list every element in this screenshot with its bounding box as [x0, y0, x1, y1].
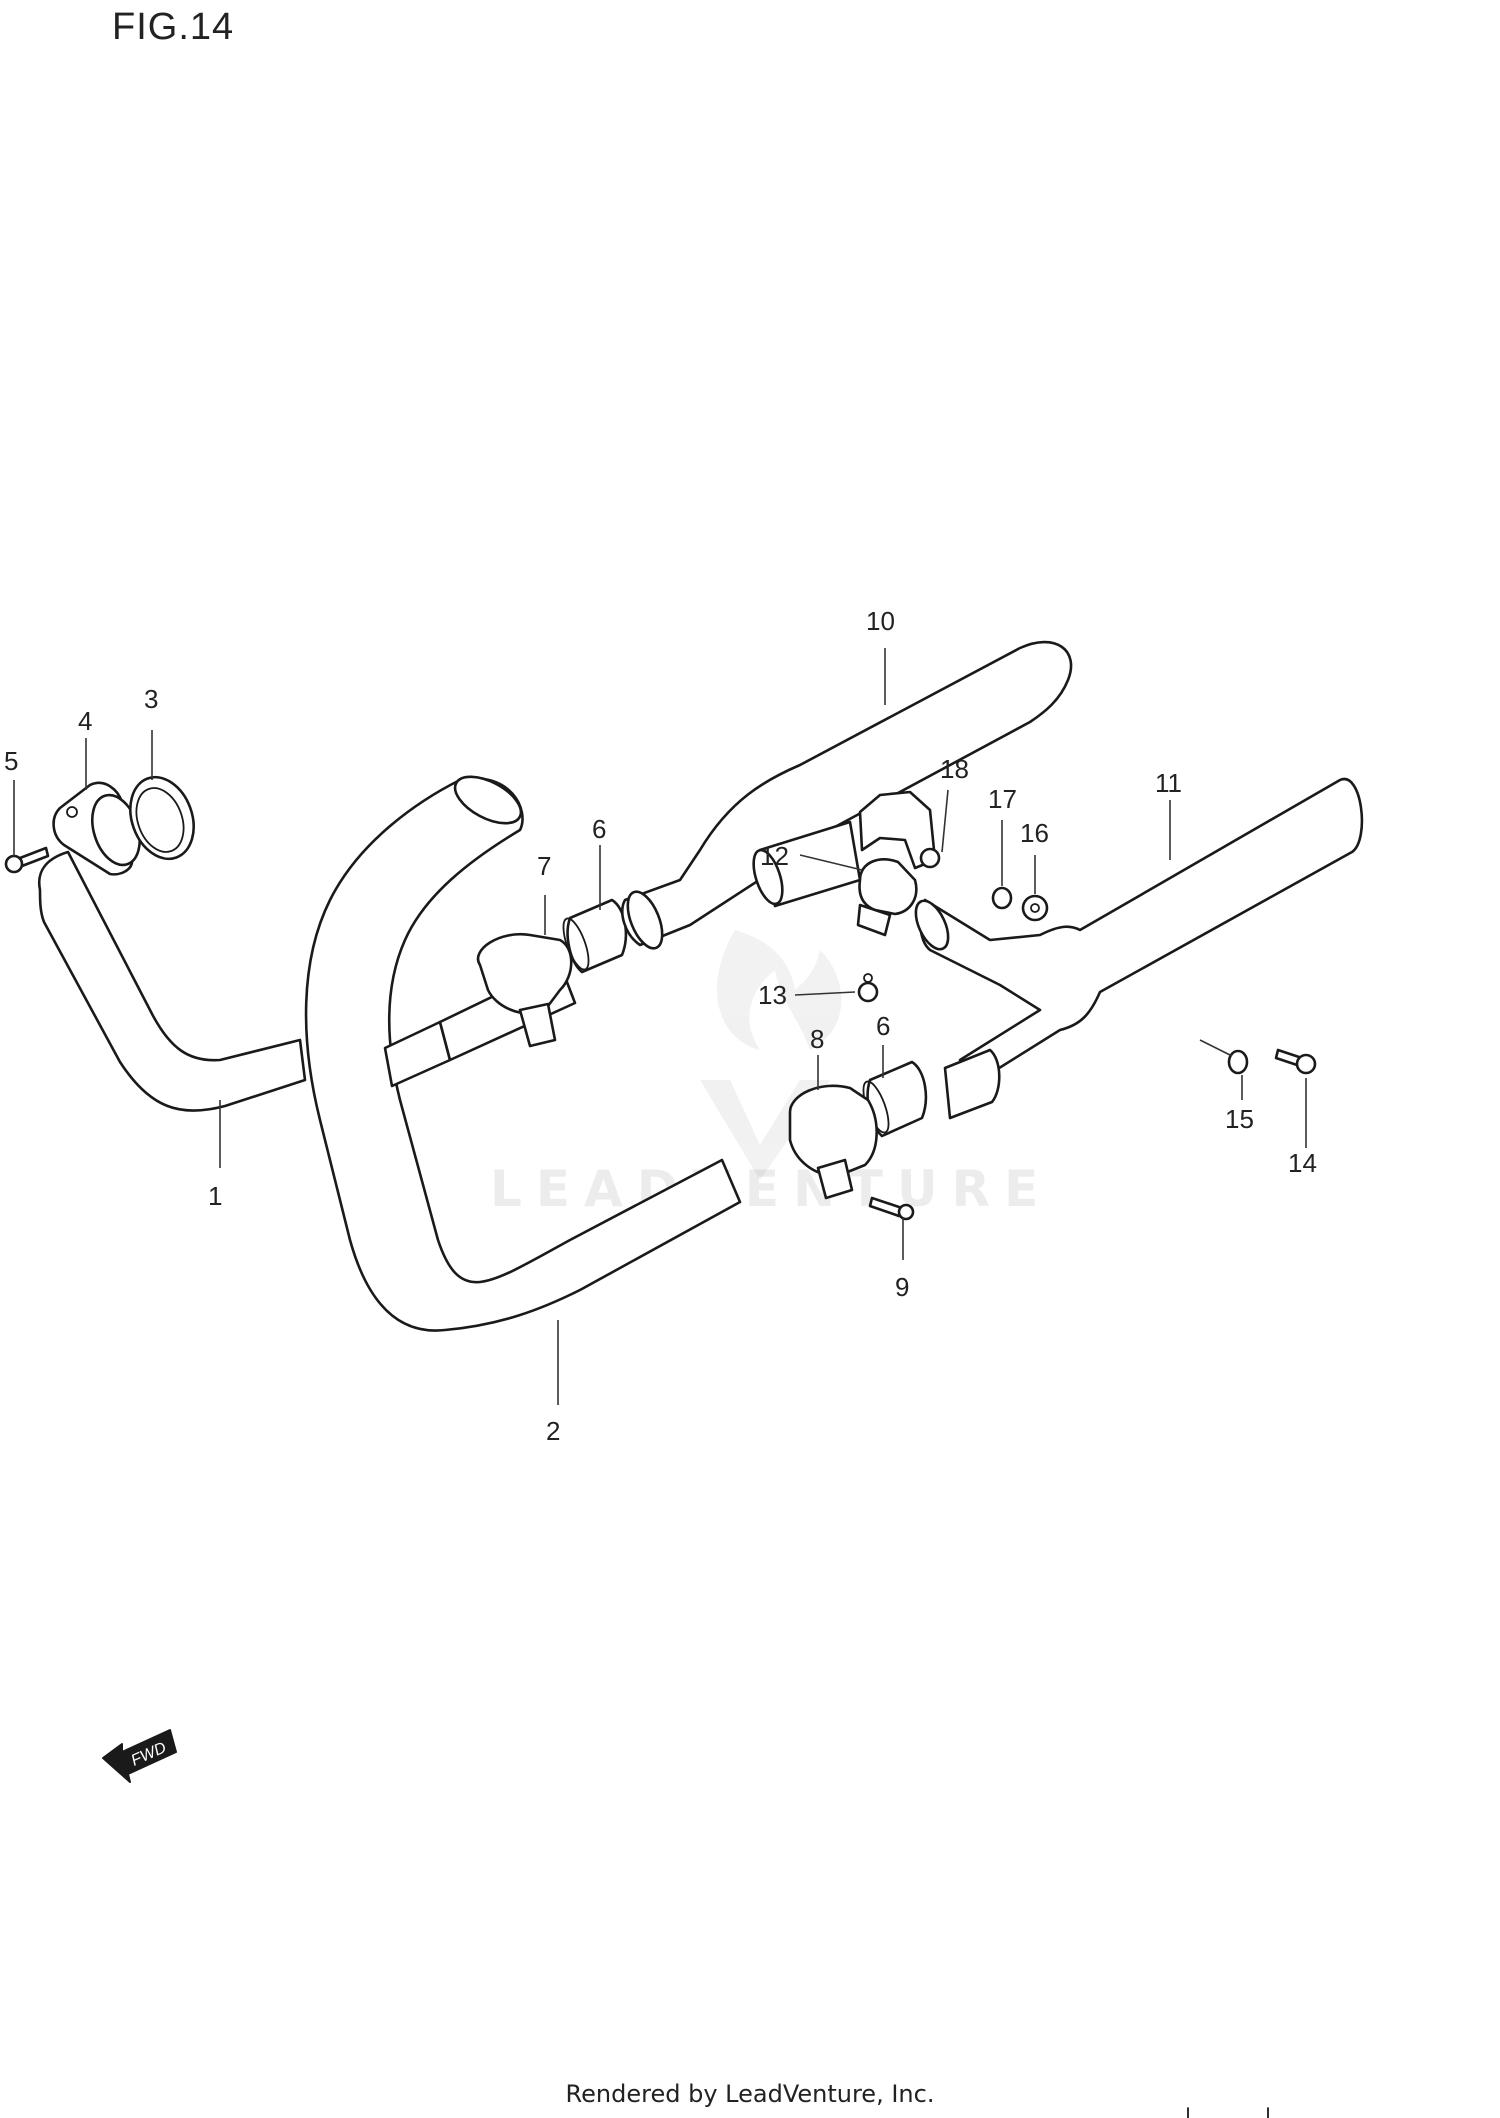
bolt-14	[1274, 1048, 1317, 1075]
callout-9: 9	[895, 1272, 909, 1302]
muffler-lower-11	[914, 777, 1364, 1120]
forward-arrow-icon: FWD	[102, 1729, 177, 1783]
gasket-ring-3	[129, 775, 195, 861]
figure-title: FIG.14	[112, 6, 235, 48]
muffler-bracket-18	[858, 790, 941, 870]
callout-6-right: 6	[876, 1011, 890, 1041]
callout-11: 11	[1155, 768, 1182, 798]
nut-13	[857, 973, 879, 1003]
washer-16	[1021, 894, 1049, 922]
callout-5: 5	[4, 746, 18, 776]
callout-1: 1	[208, 1181, 222, 1211]
callout-17: 17	[988, 784, 1017, 814]
muffler-upper-10	[620, 640, 1073, 950]
corner-marks	[1187, 2107, 1269, 2118]
callout-15: 15	[1225, 1104, 1254, 1134]
footer-credit: Rendered by LeadVenture, Inc.	[565, 2080, 935, 2108]
callout-4: 4	[78, 706, 92, 736]
callout-12: 12	[760, 841, 789, 871]
callout-3: 3	[144, 684, 158, 714]
callout-18: 18	[940, 754, 969, 784]
callout-14: 14	[1288, 1148, 1317, 1178]
washer-15	[1227, 1049, 1249, 1075]
callout-labels: 1 2 3 4 5 6 6 7 8 9 10 11 12 13 14 15 16…	[4, 606, 1317, 1446]
callout-13: 13	[758, 980, 787, 1010]
callout-2: 2	[546, 1416, 560, 1446]
sleeve-gasket-6-left	[562, 898, 628, 974]
nut-17	[991, 886, 1013, 910]
exhaust-pipe-rear-2	[304, 775, 742, 1332]
watermark-text: LEADVENTURE	[490, 1160, 1053, 1218]
exhaust-pipe-front-1	[37, 850, 307, 1112]
callout-7: 7	[537, 851, 551, 881]
clamp-bolt-9	[868, 1196, 915, 1221]
leader-lines	[13, 648, 1307, 1405]
pipe-flange-4	[52, 781, 141, 876]
pipe-clamp-8	[788, 1084, 878, 1200]
callout-16: 16	[1020, 818, 1049, 848]
pipe-clamp-7	[476, 932, 573, 1048]
callout-8: 8	[810, 1024, 824, 1054]
pipe-clamp-12	[856, 858, 918, 937]
callout-10: 10	[866, 606, 895, 636]
callout-6-left: 6	[592, 814, 606, 844]
